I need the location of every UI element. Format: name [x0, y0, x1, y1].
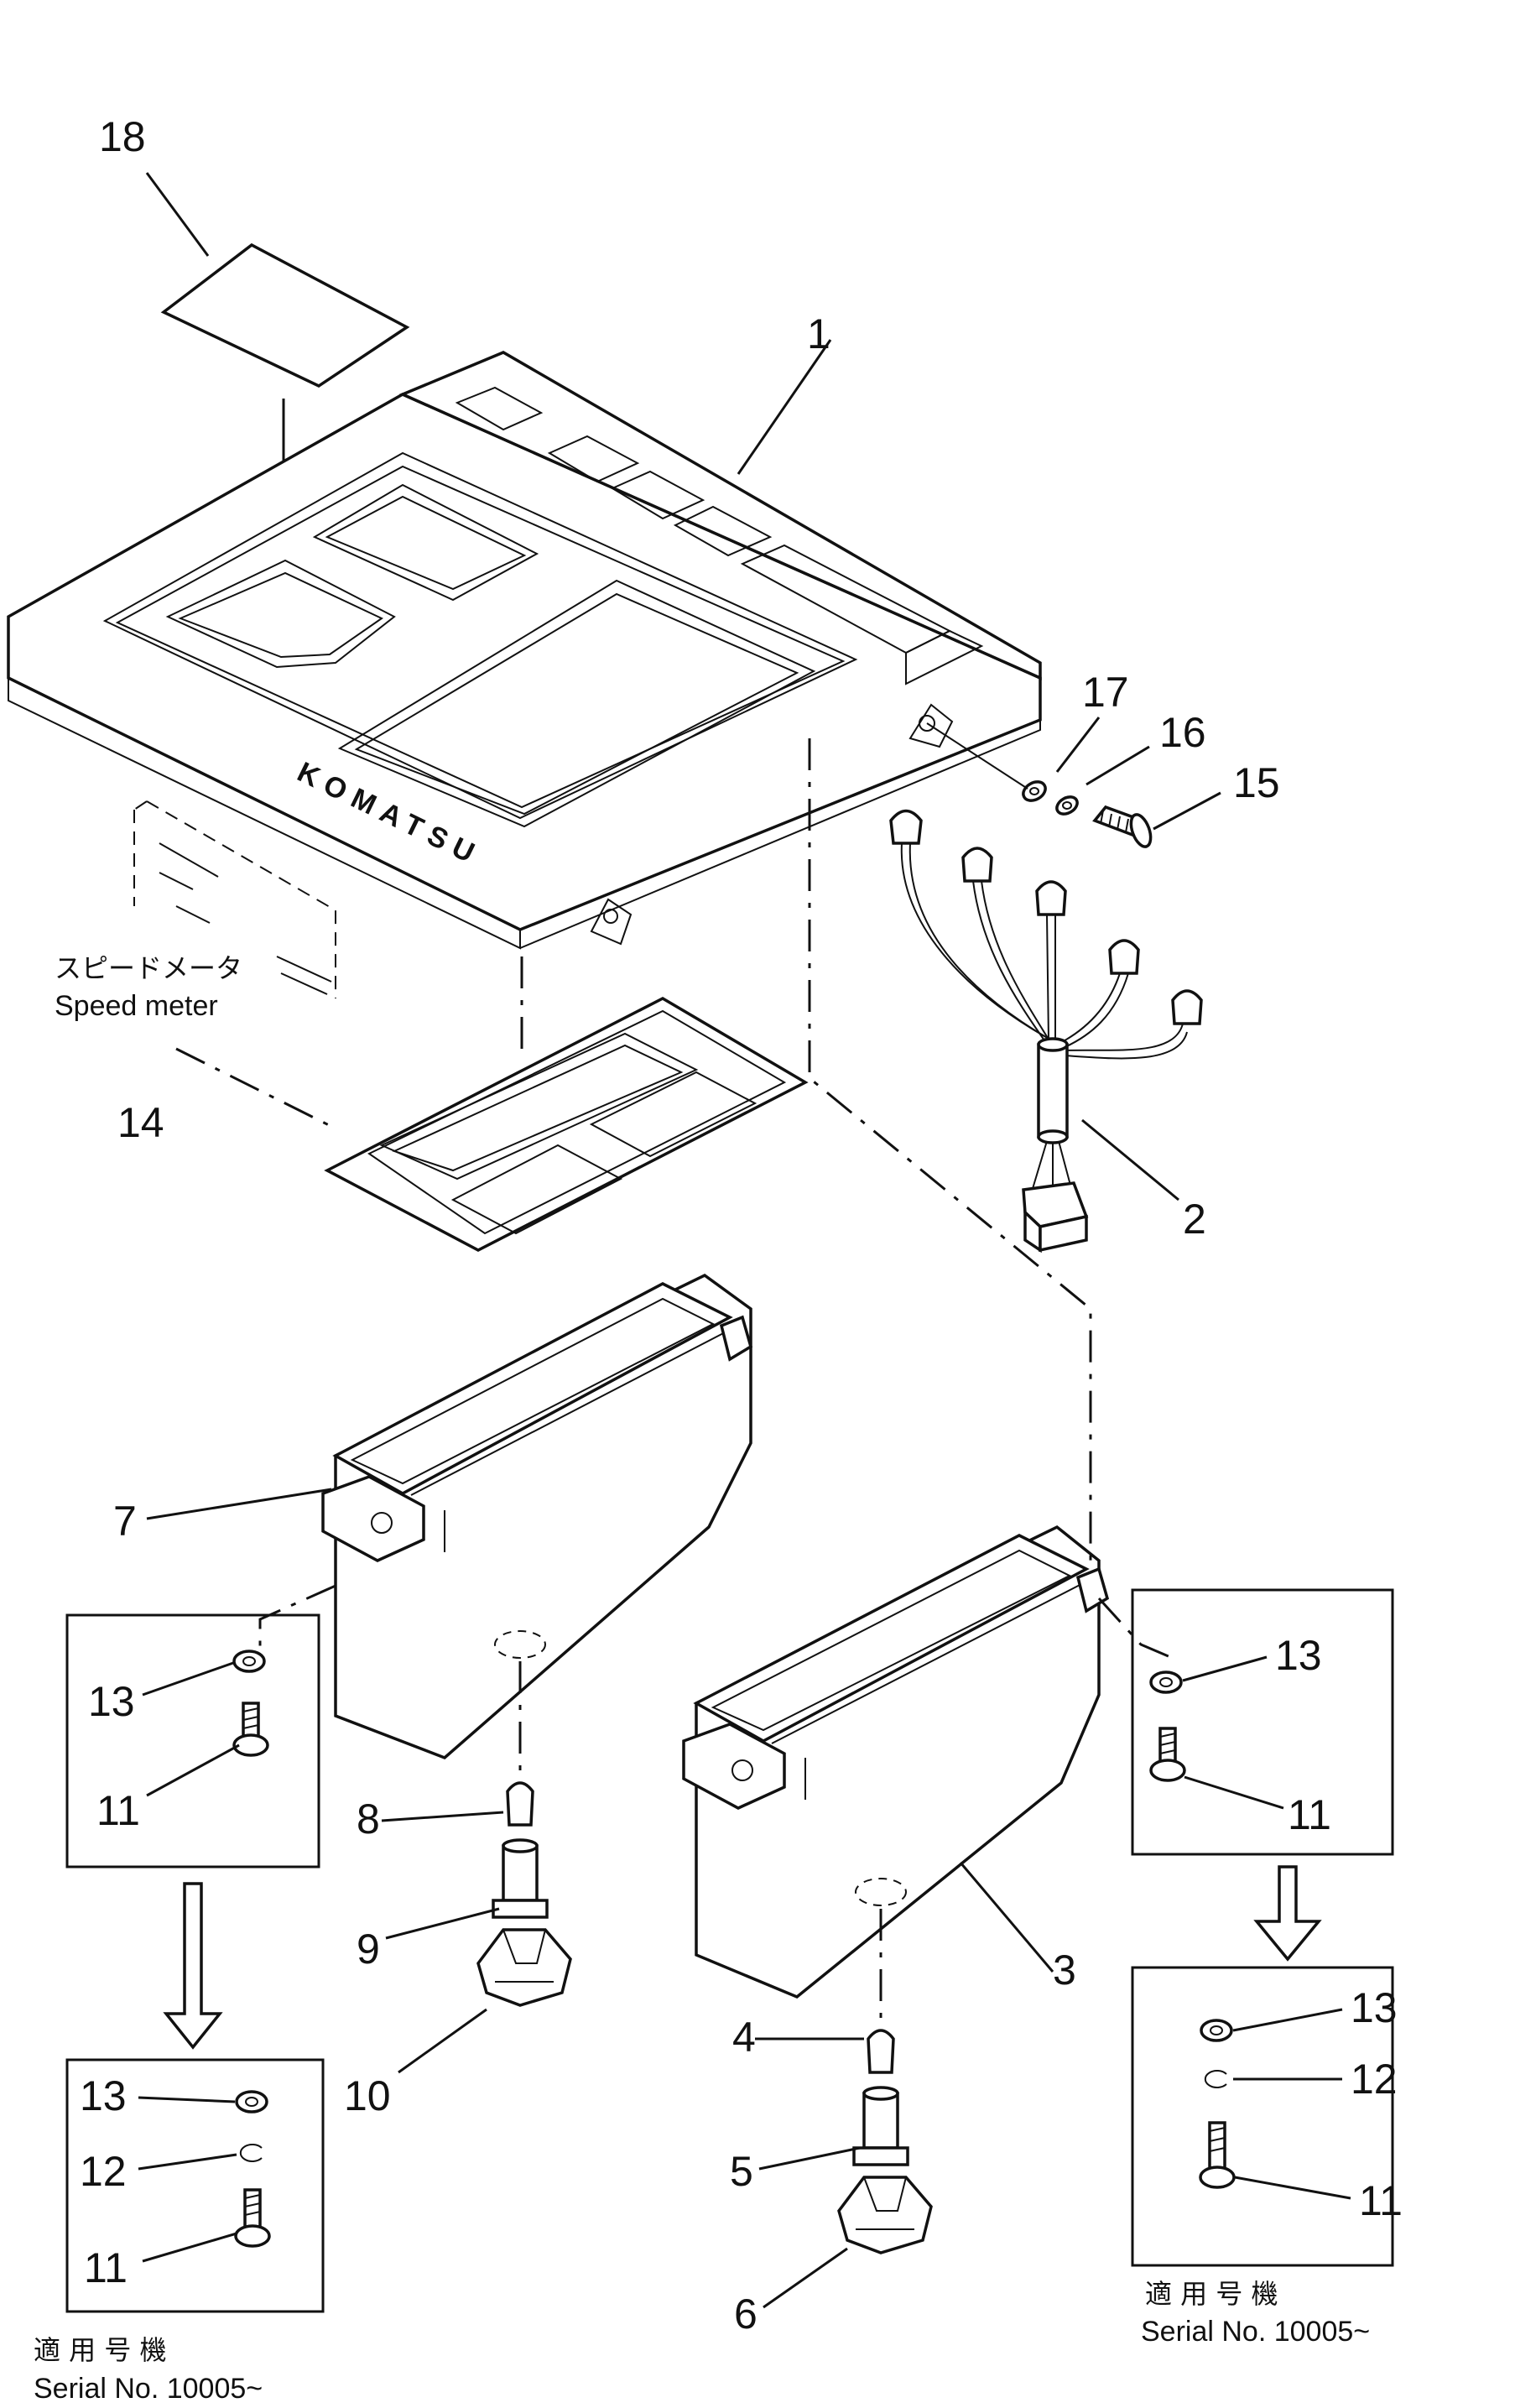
callout-labels: 18 1 17 16 15 2 14 7 13 11 8 9 10 13 11 … [80, 113, 1403, 2338]
leader-2 [1081, 1118, 1179, 1201]
serial-note-left-en: Serial No. 10005~ [34, 2373, 263, 2405]
leader-17 [1055, 717, 1101, 773]
leader-3 [959, 1862, 1054, 1973]
fastener-box-left-upper [65, 1613, 320, 1869]
leader-11a [146, 1743, 240, 1797]
fastener-box-left-lower [65, 2058, 325, 2313]
leader-9 [385, 1907, 500, 1940]
fastener-box-right-upper [1131, 1588, 1394, 1856]
leader-8 [381, 1811, 504, 1822]
part-3-gauge-module [682, 1525, 1110, 1999]
leader-11c [1184, 1775, 1284, 1810]
arrow-down-icon-right [1253, 1865, 1322, 1962]
part-4-bulb [867, 2029, 895, 2074]
speed-meter-label-jp: スピードメータ [55, 952, 242, 984]
leader-10 [398, 2008, 487, 2074]
leader-1 [737, 339, 832, 475]
part-15-screw [1092, 805, 1153, 848]
callout-17: 17 [1082, 669, 1129, 716]
callout-8: 8 [357, 1796, 380, 1842]
callout-11b: 11 [84, 2244, 128, 2291]
fastener-axis-line [926, 722, 1028, 790]
serial-note-right-jp: 適 用 号 機 [1145, 2278, 1278, 2310]
callout-13d: 13 [1351, 1984, 1398, 2031]
callout-6: 6 [734, 2291, 758, 2338]
arrow-down-icon-left [163, 1882, 223, 2050]
leader-7 [146, 1488, 332, 1520]
speed-meter-phantom [133, 800, 336, 998]
callout-13c: 13 [1275, 1632, 1322, 1679]
part-8-bulb [506, 1781, 534, 1827]
serial-note-right-en: Serial No. 10005~ [1141, 2316, 1370, 2348]
callout-15: 15 [1233, 759, 1280, 806]
callout-13b: 13 [80, 2072, 127, 2119]
callout-7: 7 [113, 1498, 137, 1545]
leader-11b [142, 2232, 237, 2263]
harness-bulbs [889, 809, 1203, 1025]
callout-11d: 11 [1359, 2177, 1403, 2224]
part-2-wiring-harness [889, 809, 1203, 1254]
part-14-panel-plate [324, 997, 809, 1252]
callout-9: 9 [357, 1926, 380, 1973]
assembly-lines [175, 738, 1171, 2039]
leader-11d [1234, 2176, 1351, 2200]
leader-18 [145, 172, 210, 257]
callout-3: 3 [1053, 1947, 1076, 1994]
part-7-gauge-module [321, 1273, 753, 1760]
part-6-holder [837, 2176, 933, 2254]
callout-14: 14 [117, 1099, 164, 1146]
callout-4: 4 [732, 2014, 756, 2061]
part-9-socket [492, 1838, 549, 1919]
speed-meter-label-en: Speed meter [55, 990, 218, 1022]
leader-13b [138, 2096, 236, 2103]
leader-15 [1153, 791, 1221, 831]
leader-5 [758, 2146, 861, 2171]
callout-10: 10 [344, 2072, 391, 2119]
leader-13c [1182, 1655, 1268, 1682]
part-5-socket [852, 2086, 909, 2166]
callout-16: 16 [1159, 709, 1206, 756]
callout-1: 1 [807, 310, 830, 357]
part-16-washer [1055, 795, 1079, 816]
part-1-panel-housing: KOMATSU [7, 351, 1042, 950]
leader-12a [138, 2153, 237, 2171]
part-10-holder [476, 1928, 572, 2007]
leader-13a [142, 1661, 234, 1697]
part-17-washer [1022, 780, 1047, 802]
callout-12b: 12 [1351, 2056, 1398, 2103]
callout-11c: 11 [1288, 1791, 1331, 1838]
leader-16 [1085, 745, 1150, 786]
leader-6 [763, 2247, 848, 2309]
callout-2: 2 [1183, 1196, 1206, 1243]
callout-13a: 13 [88, 1678, 135, 1725]
callout-12a: 12 [80, 2148, 127, 2195]
leader-13d [1232, 2008, 1343, 2032]
serial-note-left-jp: 適 用 号 機 [34, 2334, 167, 2366]
callout-5: 5 [730, 2148, 753, 2195]
part-18-label-plate [160, 242, 410, 388]
callout-11a: 11 [96, 1787, 140, 1834]
callout-18: 18 [99, 113, 146, 160]
fastener-box-right-lower [1131, 1966, 1394, 2267]
